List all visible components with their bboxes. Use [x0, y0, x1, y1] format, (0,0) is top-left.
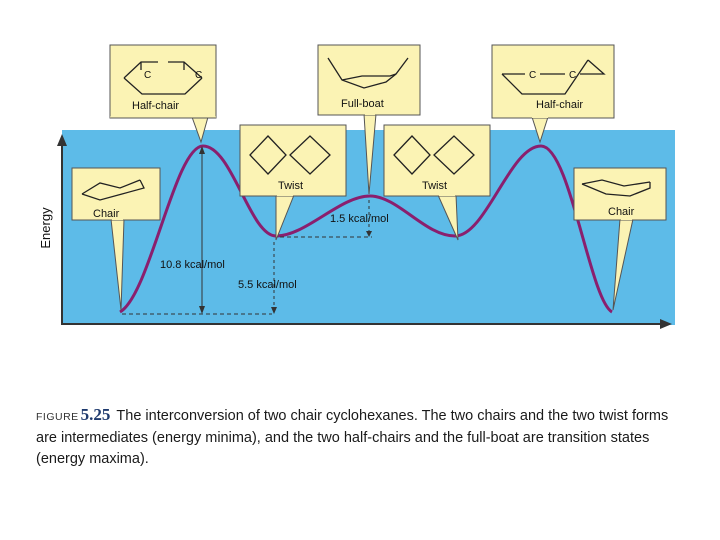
boat-barrier-label: 1.5 kcal/mol — [330, 213, 389, 225]
half-chair-energy-label: 10.8 kcal/mol — [160, 259, 225, 271]
atom-label: C — [144, 70, 151, 81]
boat-barrier-marker — [366, 200, 372, 237]
x-axis — [62, 319, 672, 329]
half-chair-structure-icon — [123, 61, 203, 95]
caption-text: The interconversion of two chair cyclohe… — [36, 408, 669, 467]
full-boat-structure-icon — [327, 57, 409, 89]
callout-twist-left: Twist — [239, 124, 347, 241]
callout-label: Twist — [278, 180, 303, 192]
callout-half-chair-left: C C Half-chair — [109, 44, 217, 144]
callout-label: Half-chair — [132, 100, 179, 112]
atom-label: C — [569, 70, 576, 81]
callout-chair-right: Chair — [573, 167, 667, 311]
y-axis-label: Energy — [38, 207, 53, 249]
twist-structure-icon — [393, 135, 475, 175]
half-chair-energy-marker — [199, 146, 205, 314]
figure-word: FIGURE — [36, 411, 79, 423]
y-axis — [57, 134, 67, 325]
callout-twist-right: Twist — [383, 124, 491, 241]
atom-label: C — [529, 70, 536, 81]
figure-number: 5.25 — [80, 405, 111, 424]
twist-energy-label: 5.5 kcal/mol — [238, 279, 297, 291]
callout-chair-left: Chair — [71, 167, 161, 311]
callout-label: Twist — [422, 180, 447, 192]
chair-structure-icon — [581, 179, 651, 197]
energy-curve — [119, 144, 613, 314]
callout-half-chair-right: C C Half-chair — [491, 44, 615, 144]
callout-label: Full-boat — [341, 98, 384, 110]
callout-label: Chair — [93, 208, 120, 220]
twist-structure-icon — [249, 135, 331, 175]
twist-energy-marker — [271, 242, 277, 314]
callout-full-boat: Full-boat — [317, 44, 421, 195]
callout-label: Chair — [608, 206, 635, 218]
half-chair-structure-icon — [501, 59, 606, 95]
callout-label: Half-chair — [536, 99, 583, 111]
chair-structure-icon — [81, 179, 145, 201]
atom-label: C — [195, 70, 202, 81]
